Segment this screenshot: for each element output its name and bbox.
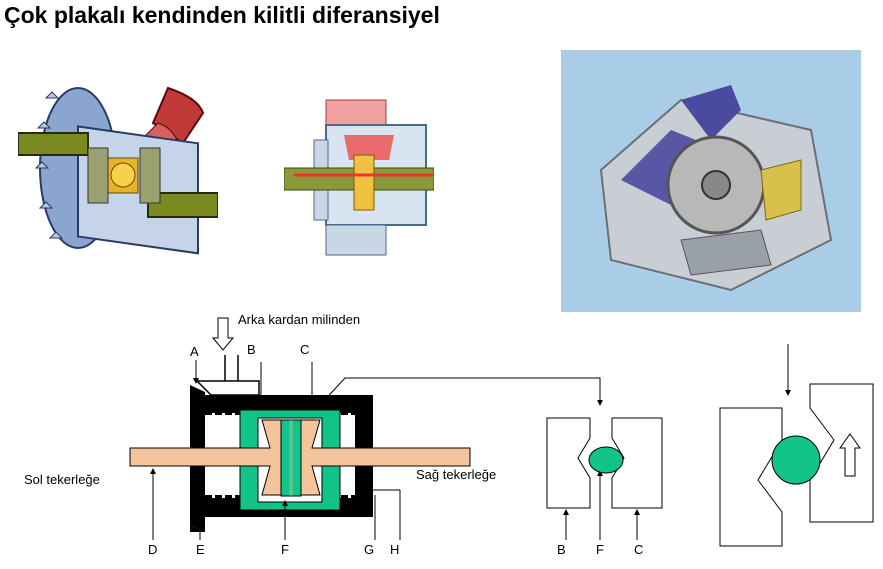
detail-label-c: C	[634, 542, 644, 557]
input-label: Arka kardan milinden	[238, 312, 361, 327]
left-wheel-label: Sol tekerleğe	[24, 472, 100, 487]
detail-label-f: F	[596, 542, 604, 557]
label-h: H	[390, 542, 400, 557]
detail-left-block	[546, 417, 591, 509]
label-f: F	[281, 542, 289, 557]
label-b: B	[247, 342, 256, 357]
label-d: D	[148, 542, 158, 557]
detail-large-right-block	[809, 383, 874, 523]
cross-pin	[280, 419, 302, 497]
detail-ball	[588, 446, 624, 474]
differential-3d-render	[561, 50, 861, 312]
differential-section-illustration	[284, 99, 434, 256]
detail-large-arrow	[839, 433, 861, 477]
label-g: G	[364, 542, 375, 557]
label-a: A	[190, 344, 199, 359]
detail-large-ball	[771, 435, 821, 485]
label-c: C	[300, 342, 310, 357]
differential-cutaway-illustration	[18, 86, 218, 255]
right-wheel-label: Sağ tekerleğe	[416, 467, 497, 482]
page-title: Çok plakalı kendinden kilitli diferansiy…	[4, 2, 440, 28]
label-e: E	[196, 542, 205, 557]
input-arrow	[211, 317, 235, 351]
detail-large-left-block	[719, 407, 783, 547]
detail-label-b: B	[557, 542, 566, 557]
